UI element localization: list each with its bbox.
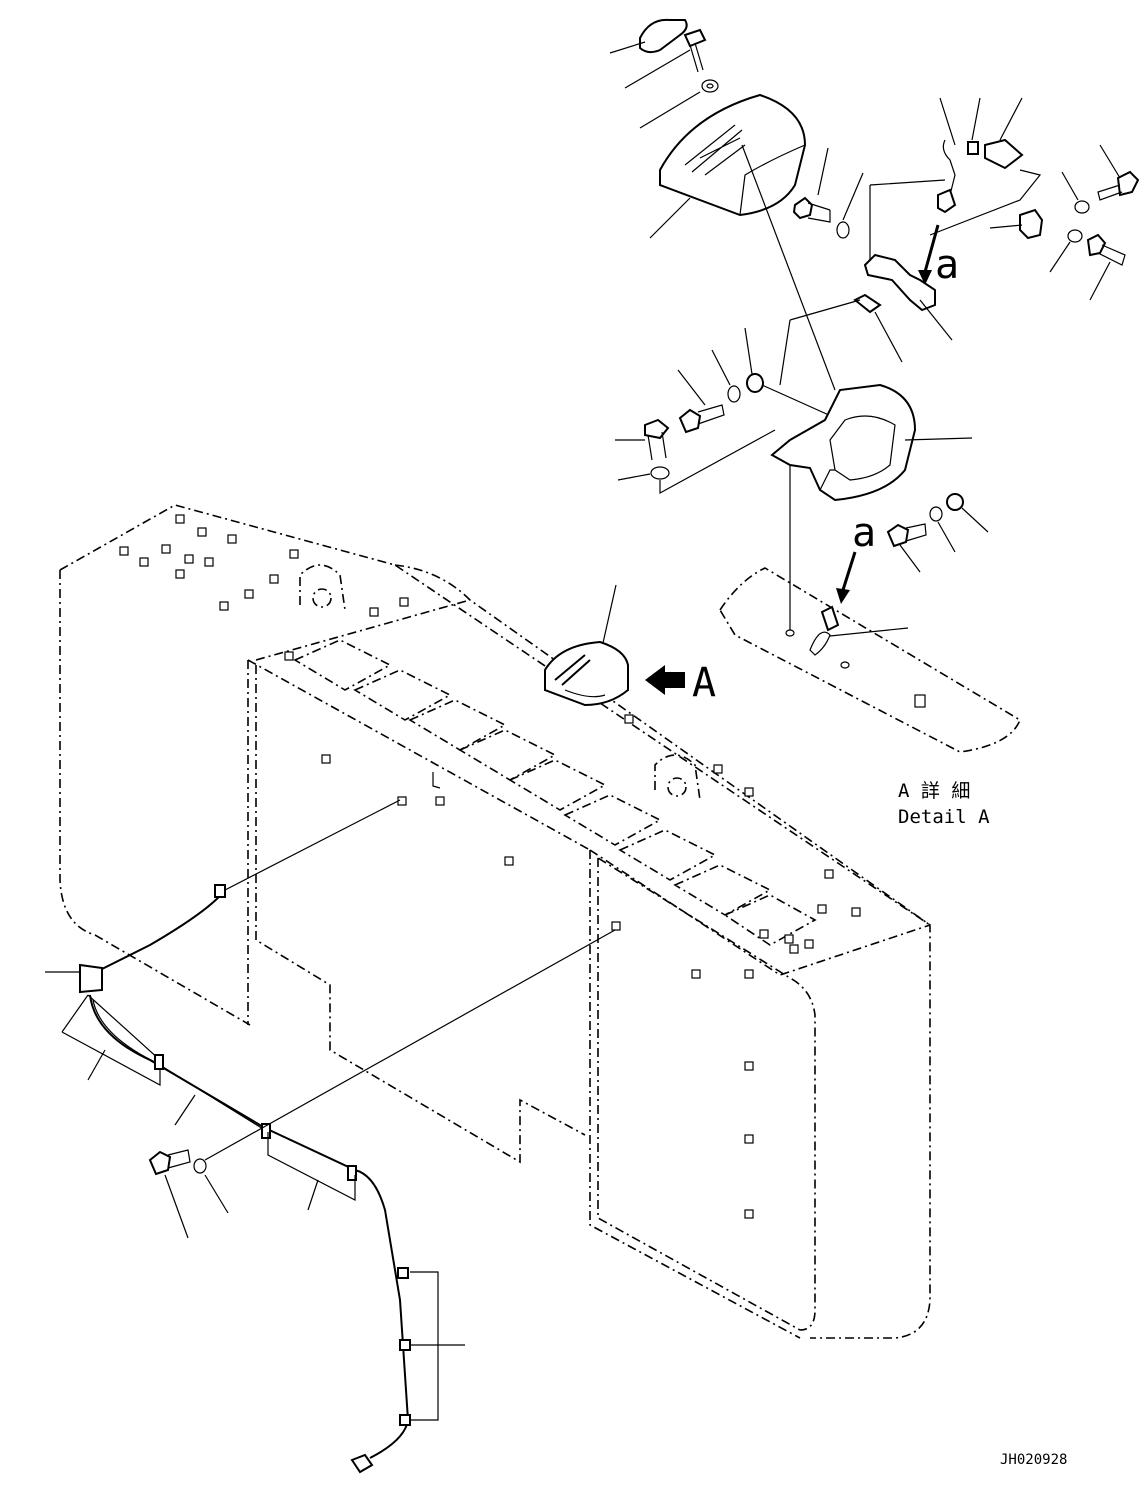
top-pads (293, 639, 817, 946)
ref-a-top-label: a (935, 242, 959, 288)
detail-caption-en: Detail A (898, 806, 990, 828)
view-arrow-a: A (645, 660, 716, 706)
wire-harness (45, 799, 616, 1474)
detail-caption-jp: A 詳 細 (898, 780, 970, 802)
detail-a-assembly: a (609, 18, 1139, 828)
drawing-number: JH020928 (1000, 1452, 1067, 1468)
counterweight (59, 504, 931, 1339)
bolt-markers (119, 514, 861, 1219)
view-arrow-label: A (692, 660, 716, 706)
rear-lamp-installed (544, 584, 629, 707)
ref-a-mid-label: a (852, 510, 876, 556)
